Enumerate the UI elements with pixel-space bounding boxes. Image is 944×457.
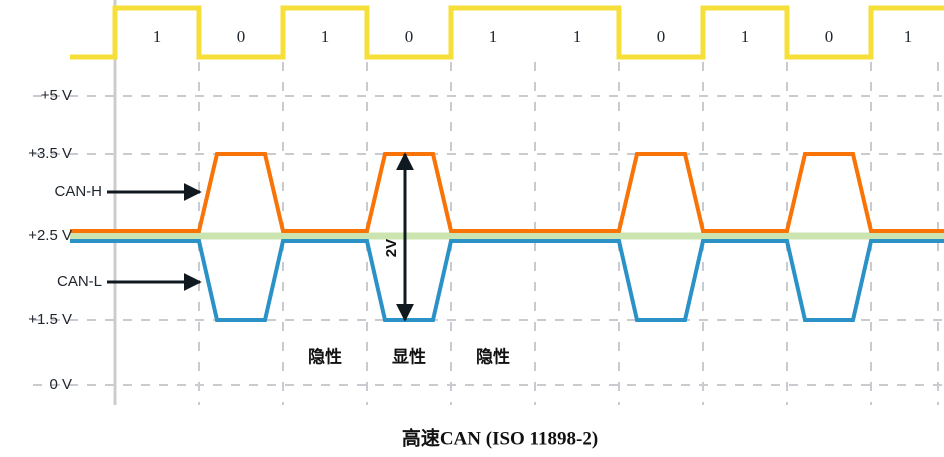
bit-label-7: 1 bbox=[741, 27, 750, 46]
digital-waveform bbox=[70, 5, 944, 60]
state-label-recessive-1: 隐性 bbox=[308, 346, 342, 366]
can-h-label: CAN-H bbox=[55, 183, 103, 200]
axis-label-2p5v: +2.5 V bbox=[28, 227, 72, 244]
voltage-difference-label: 2V bbox=[383, 239, 400, 257]
state-label-recessive-2: 隐性 bbox=[476, 346, 510, 366]
state-label-dominant: 显性 bbox=[392, 346, 426, 366]
bit-label-9: 1 bbox=[904, 27, 913, 46]
horizontal-gridlines bbox=[33, 95, 944, 386]
bit-label-3: 0 bbox=[405, 27, 414, 46]
axis-label-5v: +5 V bbox=[41, 87, 72, 104]
chart-title: 高速CAN (ISO 11898-2) bbox=[402, 426, 598, 449]
vertical-gridlines bbox=[198, 62, 939, 405]
axis-label-0v: 0 V bbox=[49, 376, 72, 393]
can-h-waveform bbox=[70, 152, 944, 233]
axis-label-3p5v: +3.5 V bbox=[28, 145, 72, 162]
bit-label-2: 1 bbox=[321, 27, 330, 46]
bit-label-4: 1 bbox=[489, 27, 498, 46]
axis-label-1p5v: +1.5 V bbox=[28, 311, 72, 328]
bit-label-8: 0 bbox=[825, 27, 834, 46]
bit-label-6: 0 bbox=[657, 27, 666, 46]
bit-label-1: 0 bbox=[237, 27, 246, 46]
can-l-waveform bbox=[70, 239, 944, 322]
bit-label-0: 1 bbox=[153, 27, 162, 46]
can-l-label: CAN-L bbox=[57, 273, 102, 290]
bit-label-5: 1 bbox=[573, 27, 582, 46]
